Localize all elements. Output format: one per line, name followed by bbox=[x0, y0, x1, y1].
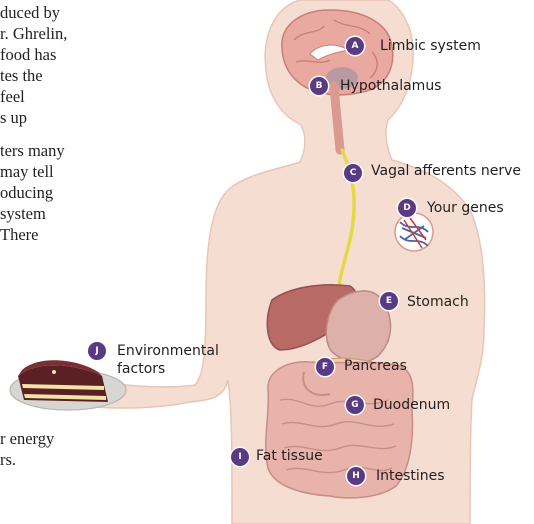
body-text-line: food has bbox=[0, 44, 56, 65]
label-environmental-factors-line1: Environmental bbox=[117, 343, 219, 360]
badge-i: I bbox=[231, 448, 249, 466]
label-vagal-afferents-nerve: Vagal afferents nerve bbox=[371, 163, 521, 180]
label-duodenum: Duodenum bbox=[373, 397, 450, 414]
label-fat-tissue: Fat tissue bbox=[256, 448, 323, 465]
badge-j: J bbox=[88, 342, 106, 360]
body-text-line: r. Ghrelin, bbox=[0, 23, 67, 44]
body-text-line: There bbox=[0, 224, 38, 245]
body-text-line: tes the bbox=[0, 65, 43, 86]
badge-d: D bbox=[398, 199, 416, 217]
brainstem bbox=[334, 86, 340, 150]
label-pancreas: Pancreas bbox=[344, 358, 407, 375]
body-text-line: s up bbox=[0, 107, 27, 128]
body-text-line: oducing bbox=[0, 182, 53, 203]
badge-g: G bbox=[346, 396, 364, 414]
label-intestines: Intestines bbox=[376, 468, 445, 485]
badge-h: H bbox=[347, 467, 365, 485]
badge-f: F bbox=[316, 358, 334, 376]
body-text-line: system bbox=[0, 203, 46, 224]
badge-e: E bbox=[380, 292, 398, 310]
badge-c: C bbox=[344, 164, 362, 182]
badge-a: A bbox=[346, 37, 364, 55]
label-environmental-factors-line2: factors bbox=[117, 361, 165, 378]
body-text-line: r energy bbox=[0, 428, 54, 449]
body-text-line: ters many bbox=[0, 140, 65, 161]
body-text-line: rs. bbox=[0, 449, 16, 470]
badge-b: B bbox=[310, 77, 328, 95]
label-limbic-system: Limbic system bbox=[380, 38, 481, 55]
label-stomach: Stomach bbox=[407, 294, 469, 311]
body-text-line: duced by bbox=[0, 2, 60, 23]
cake-dots bbox=[52, 370, 56, 374]
label-your-genes: Your genes bbox=[427, 200, 504, 217]
body-text-line: may tell bbox=[0, 161, 54, 182]
label-hypothalamus: Hypothalamus bbox=[340, 78, 441, 95]
body-text-line: feel bbox=[0, 86, 25, 107]
